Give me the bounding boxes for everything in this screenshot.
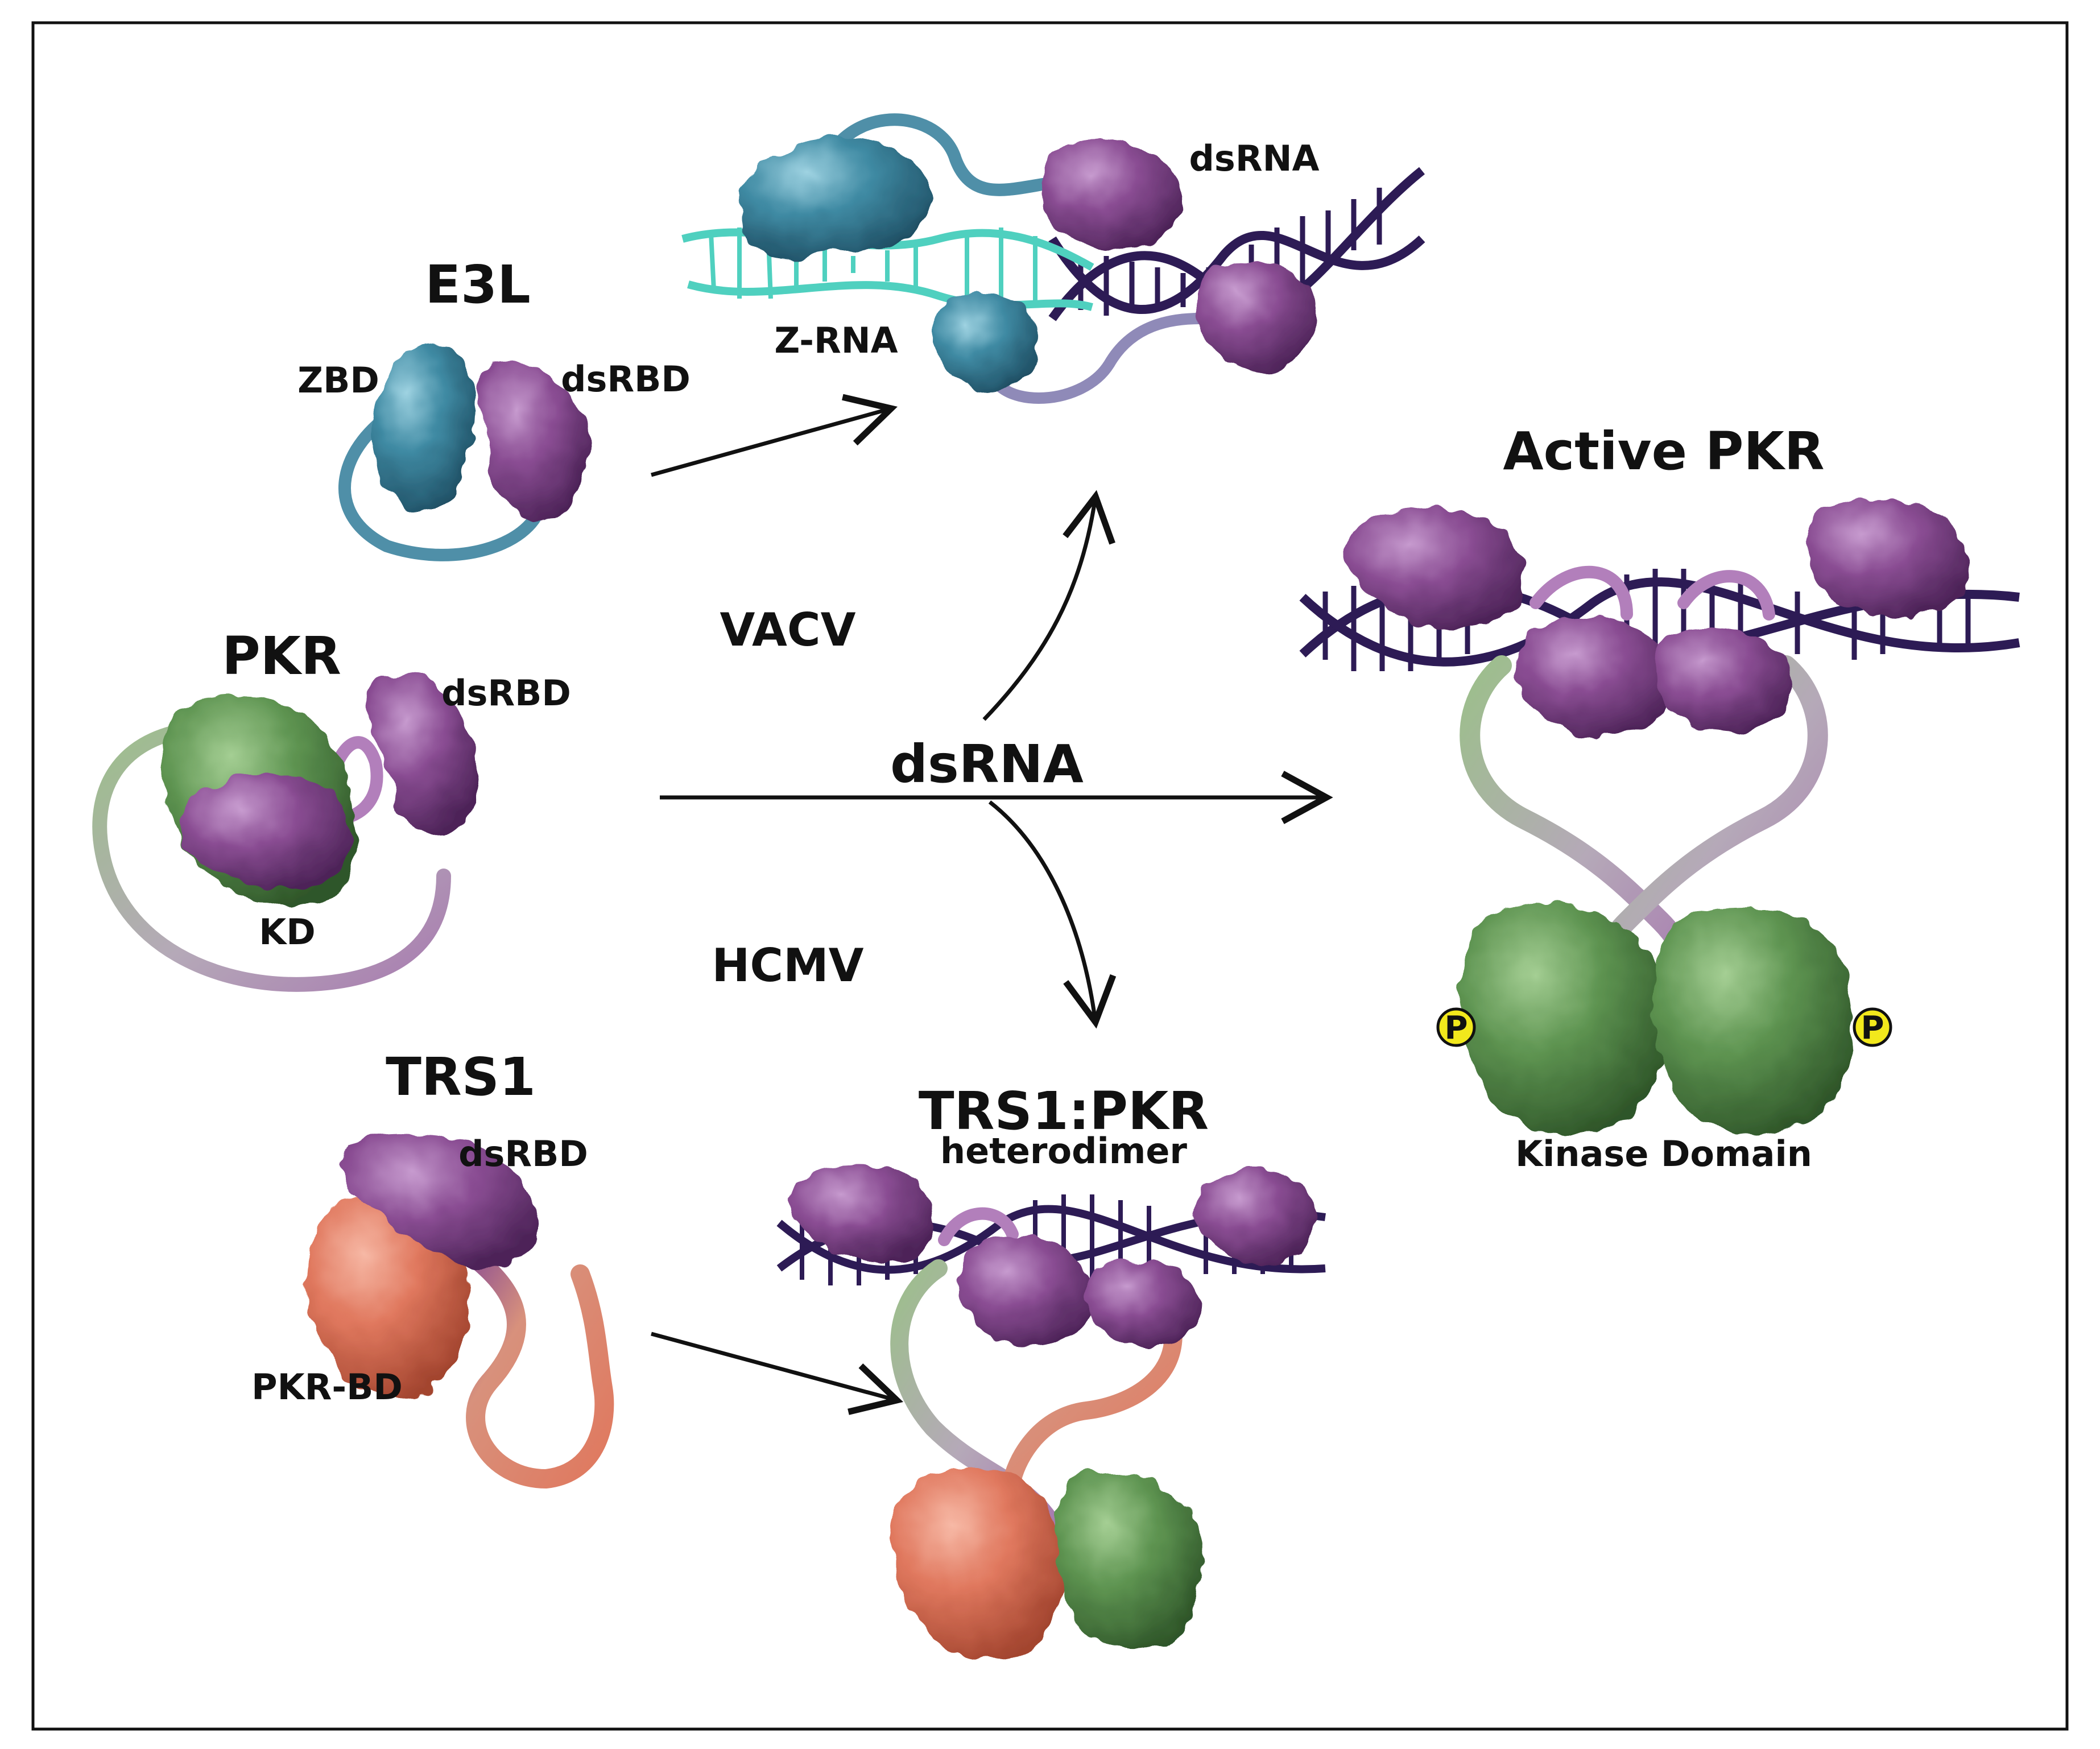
trs1-dsrbd-label: dsRBD bbox=[458, 1133, 588, 1175]
e3l-dsrbd-label: dsRBD bbox=[561, 358, 691, 400]
arrow-e3l-to-complex bbox=[651, 394, 898, 477]
zrna-linker-bottom bbox=[984, 313, 1206, 404]
phospho-site-right: P bbox=[1853, 1007, 1892, 1047]
heterodimer-pkr-kinase-domain bbox=[1056, 1471, 1203, 1652]
active-kinase-domain-right bbox=[1653, 907, 1855, 1135]
active-kinase-domain-left bbox=[1460, 904, 1667, 1135]
heterodimer-trs1-linker bbox=[1003, 1310, 1183, 1488]
trs1-protein bbox=[306, 1133, 614, 1489]
pkr-dsrbd-domain-2 bbox=[366, 673, 478, 834]
phospho-site-left: P bbox=[1436, 1007, 1476, 1047]
phospho-label-right: P bbox=[1861, 1010, 1884, 1047]
zrna-label: Z-RNA bbox=[774, 320, 898, 361]
e3l-zbd-domain bbox=[371, 343, 476, 514]
phospho-icon-left bbox=[1436, 1007, 1476, 1047]
heterodimer-trs1-domain bbox=[891, 1467, 1065, 1660]
heterodimer-dsrbd-2 bbox=[959, 1237, 1093, 1347]
zrna-dsrbd-domain-bottom bbox=[1196, 259, 1315, 371]
active-pkr-complex: P P bbox=[1299, 499, 2020, 1135]
dsrna-center-label: dsRNA bbox=[890, 734, 1084, 795]
pkr-monomer bbox=[92, 673, 478, 992]
active-inner-linker-right bbox=[1677, 570, 1775, 621]
heterodimer-title: TRS1:PKR bbox=[919, 1081, 1209, 1142]
e3l-zbd-label: ZBD bbox=[297, 359, 379, 401]
pkr-title: PKR bbox=[222, 626, 341, 687]
pkr-kd-label: KD bbox=[259, 911, 316, 953]
heterodimer-dsrbd-3 bbox=[1084, 1262, 1198, 1347]
arrow-branch-down bbox=[988, 800, 1117, 1029]
heterodimer-subtitle: heterodimer bbox=[940, 1130, 1187, 1172]
e3l-dsrbd-domain bbox=[476, 361, 590, 520]
pkr-dsrbd-label: dsRBD bbox=[441, 672, 571, 714]
e3l-title: E3L bbox=[425, 254, 530, 315]
active-dsrbd-1 bbox=[1345, 507, 1525, 629]
heterodimer-inner-linker bbox=[938, 1207, 1019, 1246]
figure-border bbox=[31, 21, 2069, 1731]
phospho-icon-right bbox=[1853, 1007, 1892, 1047]
trs1-title: TRS1 bbox=[386, 1047, 536, 1107]
active-pkr-title: Active PKR bbox=[1503, 421, 1824, 482]
heterodimer-dsrbd-1 bbox=[791, 1166, 935, 1262]
trs1-linker bbox=[457, 1242, 614, 1489]
pkr-inner-linker bbox=[324, 736, 383, 825]
active-dsrbd-4 bbox=[1804, 499, 1970, 617]
pkr-dsrbd-domain-1 bbox=[179, 774, 351, 890]
active-inner-linker-left bbox=[1529, 565, 1633, 621]
zrna-dsrna-complex bbox=[681, 113, 1425, 404]
zrna-linker-top bbox=[813, 113, 1064, 196]
trs1-pkrbd-label: PKR-BD bbox=[251, 1366, 403, 1408]
heterodimer-dsrbd-4 bbox=[1196, 1169, 1315, 1264]
zrna-zbd-domain-bottom bbox=[933, 293, 1039, 392]
zrna-zbd-domain-top bbox=[739, 137, 931, 259]
pkr-linker bbox=[92, 721, 451, 992]
dsrna-top-label: dsRNA bbox=[1189, 138, 1320, 179]
vacv-label: VACV bbox=[720, 603, 855, 656]
e3l-protein bbox=[338, 343, 590, 561]
active-dsrbd-3 bbox=[1653, 629, 1792, 733]
arrow-branch-up bbox=[982, 490, 1115, 721]
phospho-label-left: P bbox=[1444, 1010, 1467, 1047]
trs1-pkr-heterodimer bbox=[776, 1166, 1326, 1660]
active-dsrbd-2 bbox=[1518, 617, 1675, 737]
zrna-dsrbd-domain-top bbox=[1039, 139, 1183, 249]
hcmv-label: HCMV bbox=[712, 939, 863, 992]
kinase-domain-label: Kinase Domain bbox=[1515, 1133, 1812, 1175]
e3l-linker bbox=[338, 403, 547, 561]
pathway-arrows bbox=[651, 394, 1333, 1415]
trs1-dsrbd-domain bbox=[341, 1133, 538, 1268]
arrow-trs1-to-heterodimer bbox=[651, 1332, 904, 1415]
